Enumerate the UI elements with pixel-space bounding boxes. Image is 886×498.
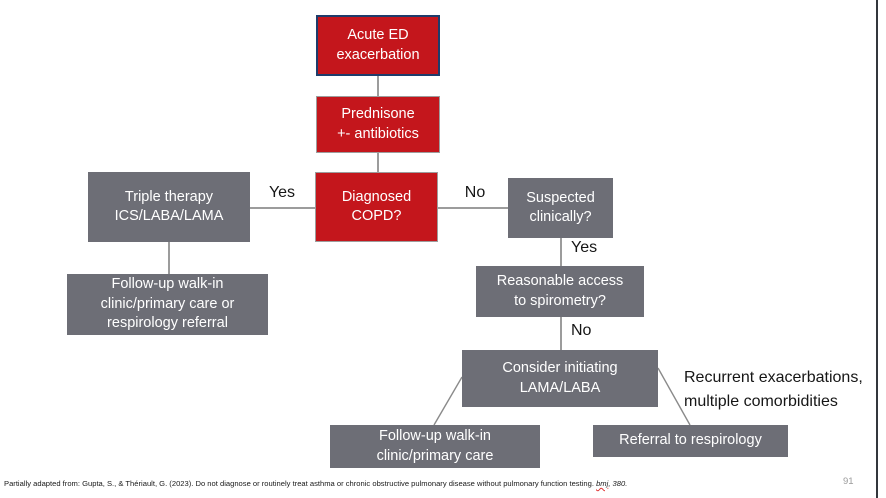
- connector-diagnosed-to-suspected: [438, 207, 508, 209]
- connector-suspected-to-reasonable: [560, 238, 562, 266]
- flow-node-prednisone-antibiotics: Prednisone +- antibiotics: [316, 96, 440, 153]
- citation-text: Partially adapted from: Gupta, S., & Thé…: [4, 479, 627, 488]
- connector-reasonable-to-consider: [560, 317, 562, 350]
- annotation-recurrent-exacerbations: Recurrent exacerbations, multiple comorb…: [684, 369, 863, 410]
- connector-prednisone-to-diagnosed: [377, 153, 379, 172]
- flow-node-triple-therapy: Triple therapy ICS/LABA/LAMA: [88, 172, 250, 242]
- flow-node-acute-ed-exacerbation: Acute ED exacerbation: [316, 15, 440, 76]
- flow-node-suspected-clinically: Suspected clinically?: [508, 178, 613, 238]
- slide-number: 91: [843, 476, 854, 487]
- connector-triple-to-followup-left: [168, 242, 170, 274]
- edge-label-yes-suspected-to-reasonable: Yes: [571, 239, 598, 256]
- edge-label-no-diagnosed-to-suspected: No: [464, 184, 486, 201]
- citation-volume-italic: , 380.: [608, 479, 628, 488]
- flow-node-consider-initiating-lama-laba: Consider initiating LAMA/LABA: [462, 350, 658, 407]
- slide-right-edge-line: [876, 0, 878, 498]
- citation-journal-italic: bmj: [596, 479, 609, 488]
- flow-node-reasonable-access-spirometry: Reasonable access to spirometry?: [476, 266, 644, 317]
- flow-node-referral-to-respirology: Referral to respirology: [593, 425, 788, 457]
- flow-node-followup-clinic-or-respirology: Follow-up walk-in clinic/primary care or…: [67, 274, 268, 335]
- connector-diagnosed-to-triple: [250, 207, 315, 209]
- citation-prefix: Partially adapted from: Gupta, S., & Thé…: [4, 479, 597, 488]
- flow-node-diagnosed-copd: Diagnosed COPD?: [315, 172, 438, 242]
- edge-label-yes-diagnosed-to-triple: Yes: [268, 184, 296, 201]
- connector-acute-to-prednisone: [377, 76, 379, 96]
- edge-label-no-reasonable-to-consider: No: [571, 322, 592, 339]
- flow-node-followup-clinic-primary-care: Follow-up walk-in clinic/primary care: [330, 425, 540, 468]
- connector-consider-to-followup-bottom: [433, 376, 463, 426]
